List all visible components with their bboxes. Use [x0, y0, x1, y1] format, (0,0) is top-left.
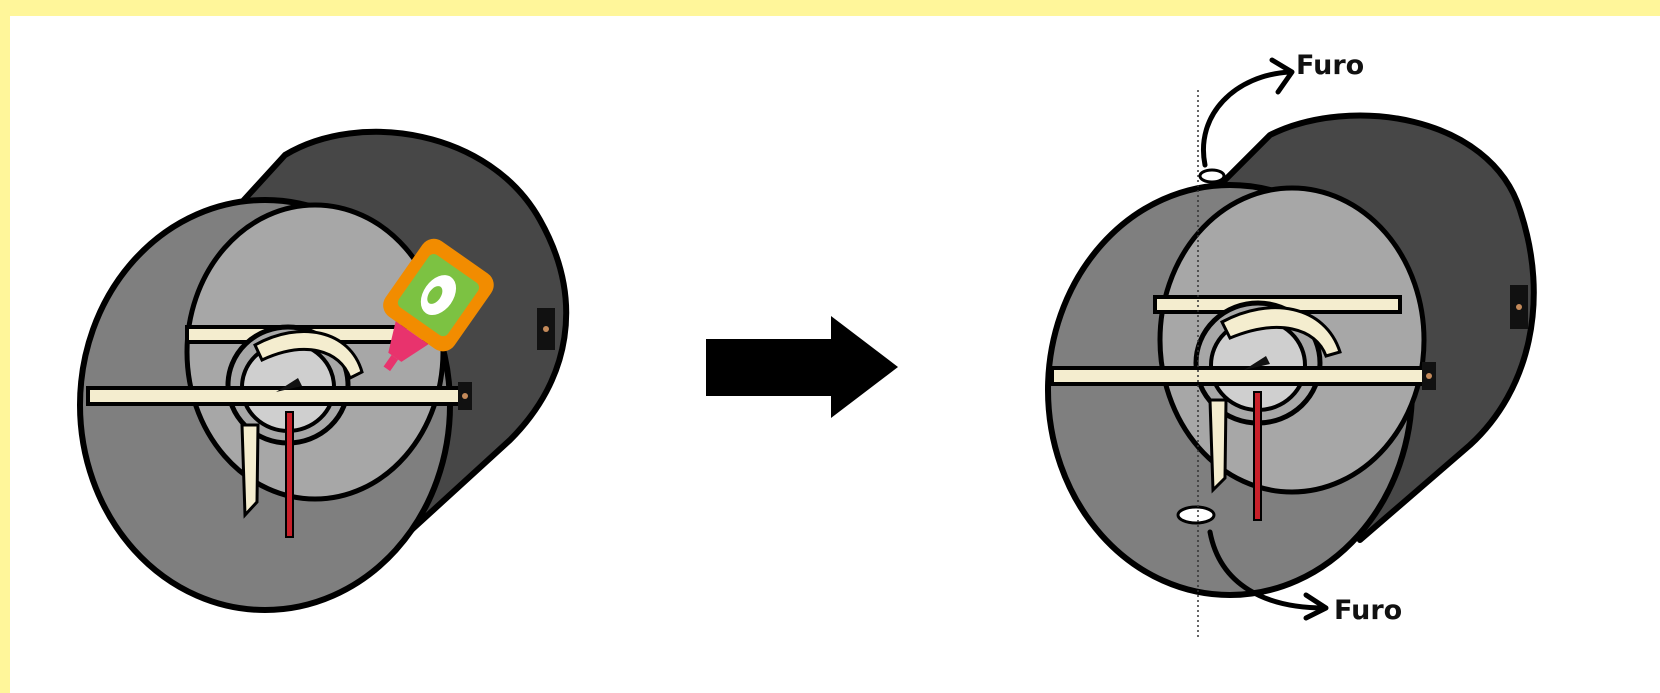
left-drum	[80, 132, 566, 610]
top-hole	[1200, 170, 1224, 182]
top-hole-label: Furo	[1296, 52, 1364, 79]
left-lower-stick	[88, 388, 463, 404]
right-drum	[1048, 116, 1534, 595]
right-needle	[1254, 392, 1261, 520]
bottom-hole	[1178, 507, 1214, 523]
bottom-hole-label: Furo	[1334, 597, 1402, 624]
right-lower-stick	[1052, 368, 1427, 384]
left-hanging-tab	[242, 425, 258, 515]
right-arrow-icon	[706, 316, 898, 418]
left-needle	[286, 412, 293, 537]
